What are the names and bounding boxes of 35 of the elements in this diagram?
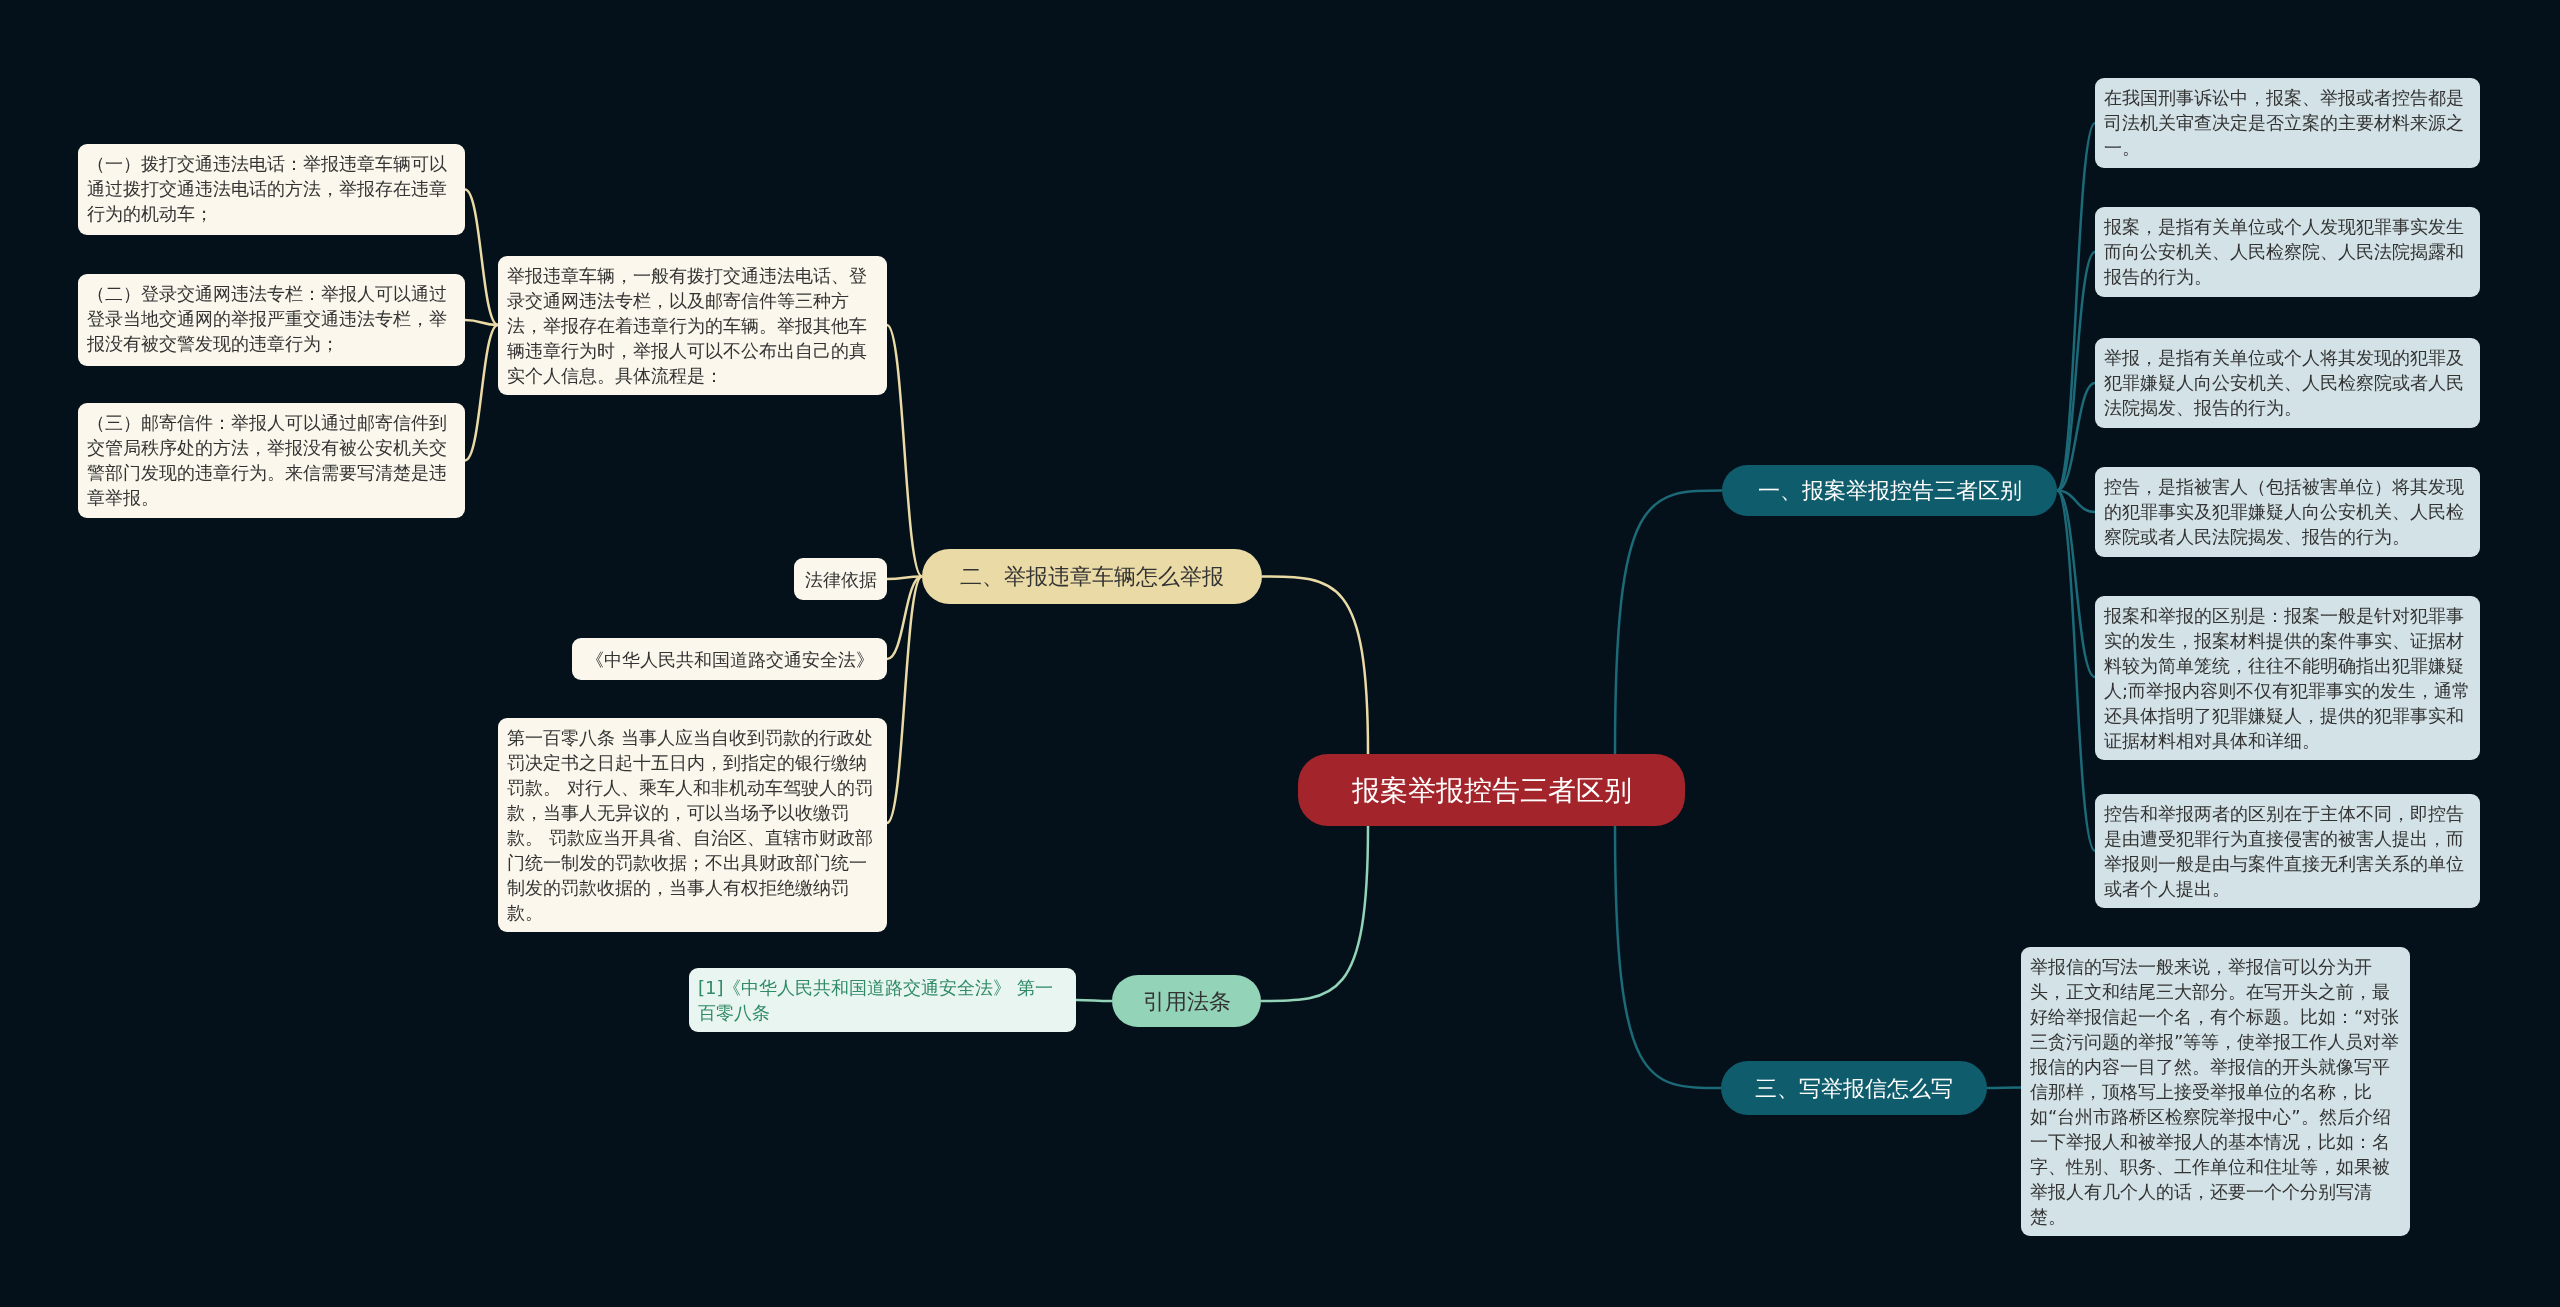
text-card: 举报，是指有关单位或个人将其发现的犯罪及犯罪嫌疑人向公安机关、人民检察院或者人民法院揭发、报告的行为。 xyxy=(2095,338,2480,428)
text-card: （二）登录交通网违法专栏：举报人可以通过登录当地交通网的举报严重交通违法专栏，举报没有被交警发现的违章行为； xyxy=(78,274,465,366)
text-card: （三）邮寄信件：举报人可以通过邮寄信件到交管局秩序处的方法，举报没有被公安机关交警部门发现的违章行为。来信需要写清楚是违章举报。 xyxy=(78,403,465,518)
text-card: 第一百零八条 当事人应当自收到罚款的行政处罚决定书之日起十五日内，到指定的银行缴纳罚款。 对行人、乘车人和非机动车驾驶人的罚款，当事人无异议的，可以当场予以收缴罚款。 罚款应当开具省、自治区、直辖市财政部门统一制发的罚款收据；不出具财政部门统一制发的罚款收据的，当事人有权拒绝缴纳罚款。 xyxy=(498,718,887,932)
connector-line xyxy=(464,188,499,327)
text-card: 控告和举报两者的区别在于主体不同，即控告是由遭受犯罪行为直接侵害的被害人提出，而举报则一般是由与案件直接无利害关系的单位或者个人提出。 xyxy=(2095,794,2480,908)
connector-line xyxy=(887,575,922,581)
connector-line xyxy=(886,575,923,824)
citation-card: [1]《中华人民共和国道路交通安全法》 第一百零八条 xyxy=(689,968,1076,1032)
connector-line xyxy=(464,318,499,327)
connector-line xyxy=(1261,825,1370,1003)
connector-line xyxy=(1613,826,1721,1090)
text-card: 法律依据 xyxy=(794,558,887,600)
text-card: 《中华人民共和国道路交通安全法》 xyxy=(572,638,887,680)
connector-line xyxy=(1987,1086,2021,1090)
topic-pill: 三、写举报信怎么写 xyxy=(1721,1061,1987,1115)
connector-line xyxy=(2055,489,2097,852)
connector-line xyxy=(886,324,923,578)
text-card: 在我国刑事诉讼中，报案、举报或者控告都是司法机关审查决定是否立案的主要材料来源之一。 xyxy=(2095,78,2480,168)
text-card: 举报违章车辆，一般有拨打交通违法电话、登录交通网违法专栏，以及邮寄信件等三种方法，举报存在着违章行为的车辆。举报其他车辆违章行为时，举报人可以不公布出自己的真实个人信息。具体流程是： xyxy=(498,256,887,395)
text-card: 举报信的写法一般来说，举报信可以分为开头，正文和结尾三大部分。在写开头之前，最好给举报信起一个名，有个标题。比如：“对张三贪污问题的举报”等等，使举报工作人员对举报信的内容一目了然。举报信的开头就像写平信那样，顶格写上接受举报单位的名称，比如“台州市路桥区检察院举报中心”。然后介绍一下举报人和被举报人的基本情况，比如：名字、性别、职务、工作单位和住址等，如果被举报人有几个人的话，还要一个个分别写清楚。 xyxy=(2021,947,2410,1236)
connector-line xyxy=(1262,575,1370,755)
connector-line xyxy=(886,575,923,661)
text-card: 报案，是指有关单位或个人发现犯罪事实发生而向公安机关、人民检察院、人民法院揭露和报告的行为。 xyxy=(2095,207,2480,297)
root-topic: 报案举报控告三者区别 xyxy=(1298,754,1685,826)
topic-pill: 引用法条 xyxy=(1112,975,1261,1027)
text-card: 控告，是指被害人（包括被害单位）将其发现的犯罪事实及犯罪嫌疑人向公安机关、人民检察院或者人民法院揭发、报告的行为。 xyxy=(2095,467,2480,557)
connector-line xyxy=(1613,489,1722,754)
connector-line xyxy=(1076,998,1112,1003)
topic-pill: 一、报案举报控告三者区别 xyxy=(1722,465,2057,516)
connector-line xyxy=(2056,489,2096,678)
text-card: 报案和举报的区别是：报案一般是针对犯罪事实的发生，报案材料提供的案件事实、证据材料较为简单笼统，往往不能明确指出犯罪嫌疑人;而举报内容则不仅有犯罪事实的发生，通常还具体指明了犯罪嫌疑人，提供的犯罪事实和证据材料相对具体和详细。 xyxy=(2095,596,2480,760)
text-card: （一）拨打交通违法电话：举报违章车辆可以通过拨打交通违法电话的方法，举报存在违章行为的机动车； xyxy=(78,144,465,235)
topic-pill: 二、举报违章车辆怎么举报 xyxy=(922,549,1262,604)
connector-line xyxy=(464,323,499,462)
